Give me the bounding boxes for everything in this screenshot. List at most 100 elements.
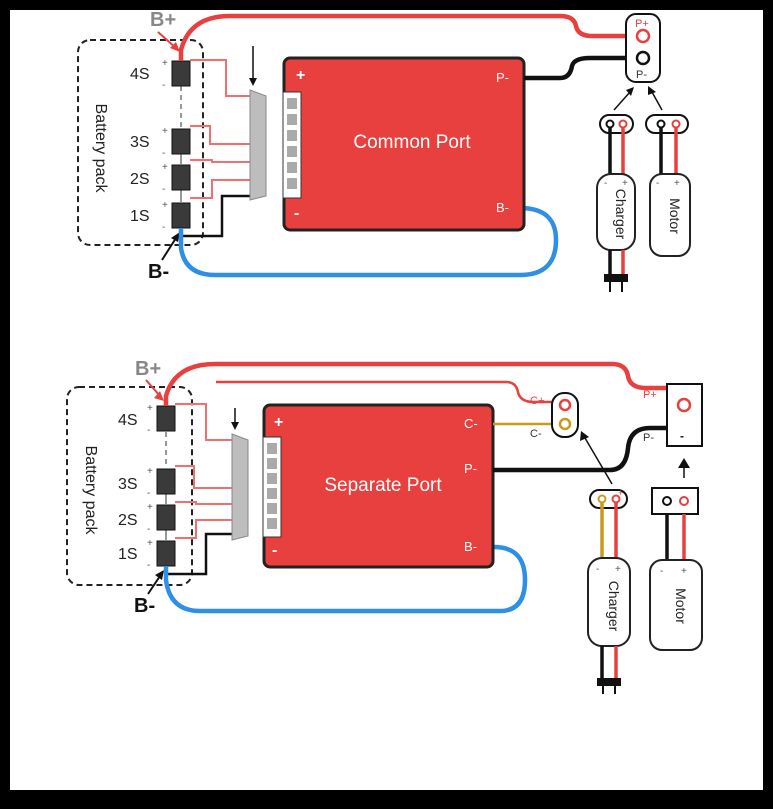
socket-pin <box>267 443 277 454</box>
cell-label-2s: 2S <box>118 512 138 529</box>
port-p-minus-label: P- <box>643 432 654 444</box>
cell-label-4s: 4S <box>130 66 150 83</box>
charger-plug-positive <box>611 494 621 504</box>
cell-plus-mark: + <box>162 58 168 69</box>
motor-box <box>649 559 703 651</box>
charger-box <box>587 557 631 647</box>
cell-minus-mark: - <box>147 560 150 571</box>
board-plus: + <box>274 414 283 431</box>
cell-plus-mark: + <box>147 466 153 477</box>
cell-3s <box>171 128 191 155</box>
board-p-minus-label: P- <box>464 461 477 476</box>
battery-pack-label: Battery pack <box>82 446 99 536</box>
balance-wire-4s <box>175 403 234 441</box>
charger-to-port-arrow <box>584 437 613 485</box>
cell-minus-mark: - <box>147 524 150 535</box>
cell-label-4s: 4S <box>118 412 138 429</box>
port-p-minus-sign: - <box>680 429 684 443</box>
board-plus: + <box>296 67 305 84</box>
balance-wire-1s <box>190 179 252 199</box>
board-p-minus-label: P- <box>496 70 509 85</box>
b-plus-label: B+ <box>150 9 176 31</box>
b-plus-wire <box>178 13 636 61</box>
cell-plus-mark: + <box>162 126 168 137</box>
b-minus-arrow <box>147 575 161 595</box>
socket-pin <box>267 503 277 514</box>
cell-label-1s: 1S <box>130 208 150 225</box>
port-c-plus-label: C+ <box>530 395 544 407</box>
balance-wire-2s <box>175 501 234 505</box>
cell-plus-mark: + <box>147 538 153 549</box>
cell-label-3s: 3S <box>118 476 138 493</box>
board-b-minus-label: B- <box>496 200 509 215</box>
port-p-plus-label: P+ <box>635 18 649 30</box>
ac-plug <box>604 274 628 282</box>
port-p-plus-terminal <box>676 397 692 413</box>
battery-pack-box <box>66 386 193 586</box>
b-minus-arrow <box>161 237 177 261</box>
port-p-plus-terminal <box>635 28 651 44</box>
port-p-plus-label: P+ <box>643 389 657 401</box>
socket-pin <box>267 473 277 484</box>
motor-plug-positive <box>671 119 681 129</box>
cell-minus-mark: - <box>162 80 165 91</box>
battery-pack-label: Battery pack <box>92 104 109 194</box>
cell-minus-mark: - <box>162 184 165 195</box>
cell-plus-mark: + <box>162 162 168 173</box>
charger-plug-plus: + <box>618 488 623 498</box>
motor-plug <box>651 487 699 515</box>
motor-plus-mark: + <box>674 178 680 189</box>
balance-wire-3s <box>190 125 252 145</box>
cell-label-3s: 3S <box>130 134 150 151</box>
cell-4s <box>171 60 191 87</box>
plug-direction-arrowhead <box>231 422 239 430</box>
cell-minus-mark: - <box>147 488 150 499</box>
charger-minus-mark: - <box>596 564 599 575</box>
motor-plug-negative <box>662 496 672 506</box>
b-minus-arrowhead <box>171 232 180 242</box>
charger-minus-mark: - <box>604 178 607 189</box>
cell-2s <box>171 164 191 191</box>
board-title: Common Port <box>353 132 471 153</box>
port-c-plus-terminal <box>558 398 572 412</box>
balance-wire-3s <box>175 465 234 489</box>
board-minus: - <box>294 205 299 222</box>
board-b-minus-label: B- <box>464 539 477 554</box>
cell-2s <box>156 504 176 531</box>
charger-label: Charger <box>606 581 622 632</box>
socket-pin <box>287 146 297 157</box>
cell-minus-mark: - <box>162 148 165 159</box>
c-plus-wire <box>216 380 560 404</box>
socket-pin <box>267 518 277 529</box>
cell-label-1s: 1S <box>118 546 138 563</box>
b-minus-label: B- <box>148 261 169 283</box>
motor-plus-mark: + <box>681 566 687 577</box>
balance-plug <box>231 433 249 541</box>
b-minus-wire <box>178 205 559 278</box>
motor-box <box>649 173 691 257</box>
motor-arrowhead <box>678 458 690 468</box>
battery-pack-box <box>77 39 204 246</box>
charger-plug <box>599 114 634 134</box>
output-port <box>625 13 661 83</box>
b-minus-wire <box>163 544 528 614</box>
balance-wire-1s <box>175 519 234 539</box>
cell-1s <box>171 202 191 229</box>
socket-pin <box>287 114 297 125</box>
port-c-minus-label: C- <box>530 428 542 440</box>
port-p-minus-terminal <box>635 50 651 66</box>
cell-plus-mark: + <box>147 403 153 414</box>
motor-minus-mark: - <box>656 178 659 189</box>
socket-pin <box>287 162 297 173</box>
plug-direction-arrowhead <box>249 78 257 86</box>
charger-plug-negative <box>597 494 607 504</box>
b-minus-arrowhead <box>155 570 164 580</box>
b-plus-label: B+ <box>135 358 161 380</box>
charger-plug-negative <box>605 119 615 129</box>
motor-label: Motor <box>673 588 689 624</box>
charger-arrowhead <box>580 431 589 441</box>
b-plus-arrowhead <box>154 391 164 401</box>
motor-plug-negative <box>656 119 666 129</box>
balance-wire-4s <box>190 59 252 97</box>
